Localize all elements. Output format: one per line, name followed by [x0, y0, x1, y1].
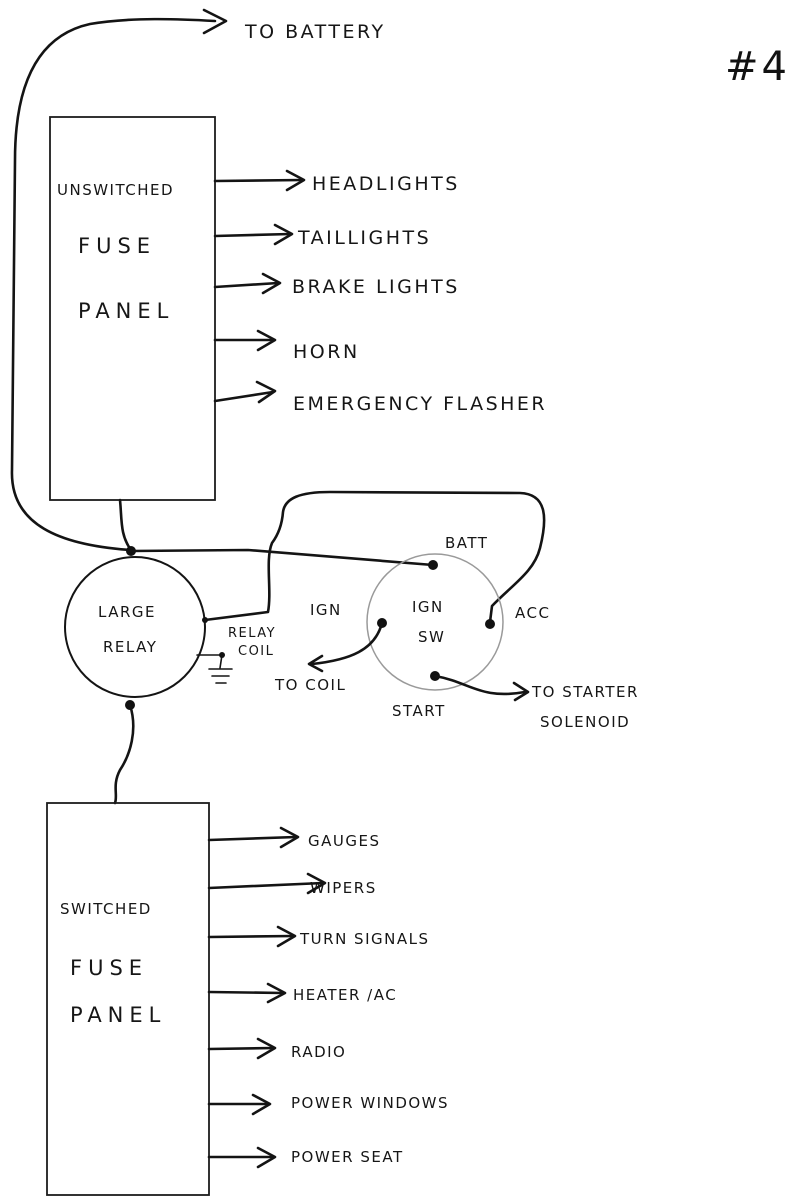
to-coil-label: TO COIL — [274, 676, 346, 694]
ign-switch-line-1: IGN — [412, 598, 444, 616]
output-label: BRAKE LIGHTS — [292, 276, 460, 298]
arrow-icon — [256, 329, 277, 352]
battery-label: TO BATTERY — [244, 21, 386, 43]
relay-coil-wire — [203, 490, 546, 624]
acc-terminal — [485, 619, 495, 629]
to-starter-line-1: TO STARTER — [531, 683, 639, 701]
relay-coil-line-2: COIL — [238, 644, 274, 659]
acc-label: ACC — [515, 604, 550, 622]
ignition-switch — [366, 553, 504, 691]
output-label: HORN — [293, 341, 360, 363]
to-starter-wire — [433, 674, 527, 696]
switched-output-1: GAUGES — [207, 826, 381, 850]
switched-output-2: WIPERS — [207, 872, 377, 897]
unswitched-output-4: HORN — [213, 329, 360, 363]
arrow-icon — [279, 826, 300, 849]
relay-to-batt-wire — [129, 548, 435, 567]
unswitched-panel-line-1: UNSWITCHED — [57, 181, 174, 199]
output-label: TURN SIGNALS — [299, 930, 429, 948]
relay-line-2: RELAY — [103, 638, 157, 656]
switched-output-7: POWER SEAT — [207, 1146, 404, 1169]
arrow-icon — [255, 380, 277, 404]
unswitched-output-2: TAILLIGHTS — [213, 223, 431, 249]
unswitched-output-1: HEADLIGHTS — [213, 169, 460, 195]
switched-output-5: RADIO — [207, 1037, 346, 1061]
switched-output-4: HEATER /AC — [207, 982, 397, 1004]
panel-to-relay-wire — [118, 498, 133, 552]
output-label: HEADLIGHTS — [312, 173, 460, 195]
output-label: RADIO — [291, 1043, 346, 1061]
ign-terminal-label: IGN — [310, 601, 342, 619]
arrow-icon — [273, 223, 294, 246]
batt-terminal — [428, 560, 438, 570]
switched-panel-line-3: PANEL — [70, 1003, 166, 1027]
ground-icon — [196, 652, 233, 684]
arrow-icon — [261, 272, 282, 295]
switched-panel-line-2: FUSE — [70, 956, 148, 980]
unswitched-fuse-panel — [49, 116, 216, 501]
switched-panel-line-1: SWITCHED — [60, 900, 152, 918]
switched-output-6: POWER WINDOWS — [207, 1093, 449, 1116]
relay-coil-line-1: RELAY — [228, 626, 276, 641]
output-label: HEATER /AC — [293, 986, 397, 1004]
unswitched-output-3: BRAKE LIGHTS — [213, 272, 460, 298]
arrow-icon — [266, 982, 287, 1004]
unswitched-output-5: EMERGENCY FLASHER — [213, 380, 547, 415]
arrow-icon — [256, 1037, 277, 1060]
to-coil-arrow-icon — [307, 654, 324, 673]
switched-fuse-panel — [46, 802, 210, 1196]
arrow-icon — [256, 1146, 277, 1169]
arrow-icon — [306, 872, 327, 895]
relay-to-switched-panel-wire — [113, 703, 135, 805]
output-label: GAUGES — [308, 832, 381, 850]
relay-line-1: LARGE — [98, 603, 156, 621]
battery-wire — [10, 17, 217, 552]
large-relay — [64, 556, 206, 698]
arrow-icon — [276, 925, 297, 948]
to-starter-arrow-icon — [512, 681, 530, 702]
unswitched-panel-line-3: PANEL — [78, 299, 174, 323]
output-label: TAILLIGHTS — [297, 227, 431, 249]
switched-output-3: TURN SIGNALS — [207, 925, 429, 948]
output-label: POWER WINDOWS — [291, 1094, 449, 1112]
batt-label: BATT — [445, 534, 488, 552]
arrow-icon — [285, 169, 306, 192]
output-label: WIPERS — [310, 879, 377, 897]
to-coil-wire — [310, 621, 384, 666]
battery-arrow-icon — [202, 8, 228, 35]
page-number: #4 — [725, 44, 790, 90]
to-starter-line-2: SOLENOID — [540, 713, 630, 731]
output-label: POWER SEAT — [291, 1148, 404, 1166]
arrow-icon — [251, 1093, 272, 1116]
start-label: START — [392, 702, 446, 720]
ign-switch-line-2: SW — [418, 628, 445, 646]
output-label: EMERGENCY FLASHER — [293, 393, 547, 415]
unswitched-panel-line-2: FUSE — [78, 234, 156, 258]
